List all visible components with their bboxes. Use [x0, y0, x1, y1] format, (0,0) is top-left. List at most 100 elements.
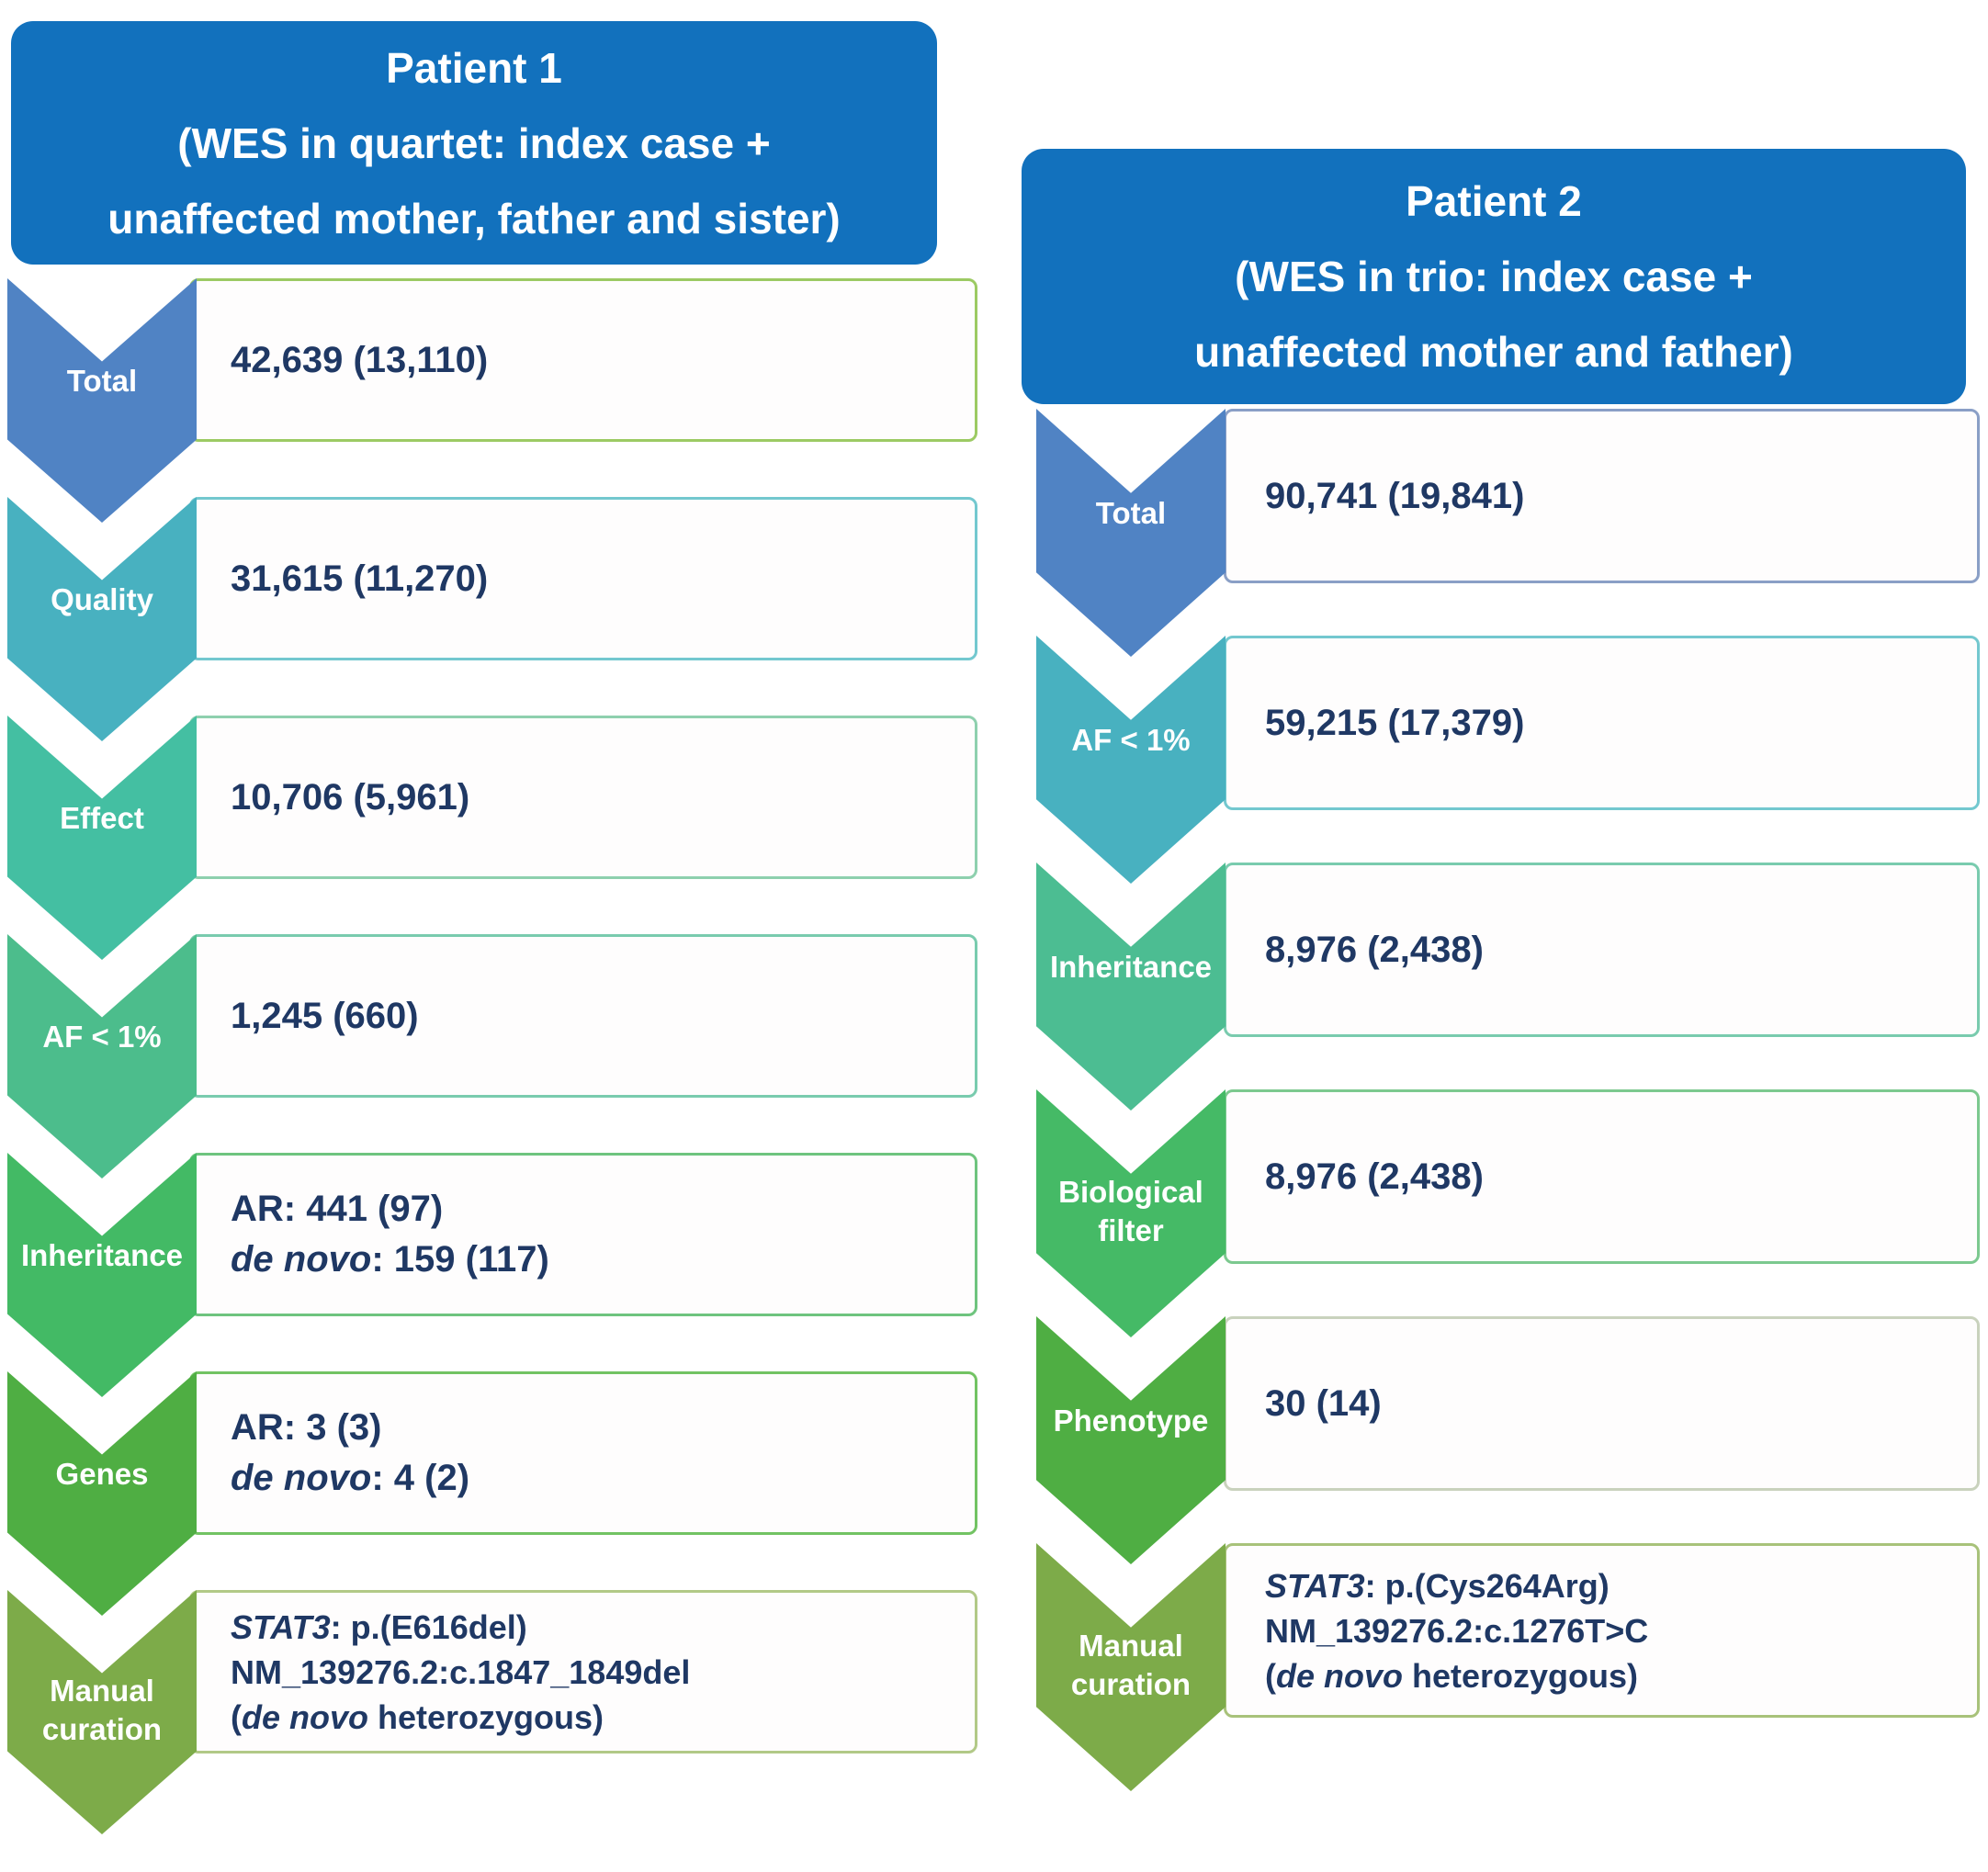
patient1-step-effect-label: Effect: [7, 716, 197, 960]
text-segment: heterozygous): [368, 1697, 604, 1736]
patient2-header-line-3: unaffected mother and father): [1194, 328, 1793, 376]
patient1-step-total-value-line: 42,639 (13,110): [231, 335, 975, 386]
patient1-step-inheritance-value: AR: 441 (97) de novo: 159 (117): [231, 1184, 975, 1285]
patient1-step-effect-box: 10,706 (5,961): [189, 716, 977, 879]
patient1-step-manual-curation-box: STAT3: p.(E616del) NM_139276.2:c.1847_184…: [189, 1590, 977, 1754]
patient2-step-inheritance-label-line: Inheritance: [1049, 950, 1213, 985]
patient2-step-af-lt-1pct-label-line: AF < 1%: [1071, 723, 1191, 758]
patient2-header-line-1: Patient 2: [1406, 177, 1582, 225]
patient2-step-total-value: 90,741 (19,841): [1265, 471, 1977, 522]
patient2-step-manual-curation-value: STAT3: p.(Cys264Arg)NM_139276.2:c.1276T>…: [1265, 1563, 1977, 1698]
patient1-step-inheritance-chevron: Inheritance: [7, 1153, 197, 1397]
patient1-step-effect-chevron: Effect: [7, 716, 197, 960]
text-segment: 10,706 (5,961): [231, 776, 470, 818]
text-segment: 90,741 (19,841): [1265, 475, 1525, 516]
text-segment: AR: 3 (3): [231, 1407, 382, 1448]
patient1-step-genes-label-line: Genes: [55, 1457, 149, 1492]
italic-text-segment: de novo: [1276, 1656, 1404, 1695]
patient2-step-manual-curation-value-line: STAT3: p.(Cys264Arg): [1265, 1563, 1977, 1608]
patient1-step-total-label-line: Total: [66, 364, 138, 399]
patient1-step-quality-value-line: 31,615 (11,270): [231, 554, 975, 604]
patient2-step-inheritance-value: 8,976 (2,438): [1265, 925, 1977, 975]
patient1-step-quality-box: 31,615 (11,270): [189, 497, 977, 660]
patient1-step-total-value: 42,639 (13,110): [231, 335, 975, 386]
patient2-step-af-lt-1pct-value: 59,215 (17,379): [1265, 698, 1977, 749]
patient2-step-inheritance-box: 8,976 (2,438): [1224, 863, 1980, 1037]
patient2-step-biological-filter-box: 8,976 (2,438): [1224, 1089, 1980, 1264]
text-segment: heterozygous): [1403, 1656, 1639, 1695]
patient1-step-total-chevron: Total: [7, 278, 197, 523]
patient1-step-effect-value: 10,706 (5,961): [231, 772, 975, 823]
italic-text-segment: de novo: [231, 1239, 372, 1280]
patient2-step-biological-filter-value-line: 8,976 (2,438): [1265, 1152, 1977, 1202]
text-segment: (: [231, 1697, 242, 1736]
patient2-step-biological-filter-value: 8,976 (2,438): [1265, 1152, 1977, 1202]
italic-text-segment: STAT3: [231, 1607, 331, 1646]
patient2-step-manual-curation-box: STAT3: p.(Cys264Arg)NM_139276.2:c.1276T>…: [1224, 1543, 1980, 1718]
patient2-step-af-lt-1pct-box: 59,215 (17,379): [1224, 636, 1980, 810]
patient2-step-phenotype-label-line: Phenotype: [1053, 1404, 1209, 1438]
patient2-step-biological-filter-label-line: filter: [1098, 1212, 1164, 1247]
patient1-step-total-box: 42,639 (13,110): [189, 278, 977, 442]
patient1-step-genes-label: Genes: [7, 1371, 197, 1616]
patient1-step-manual-curation-value-line: (de novo heterozygous): [231, 1695, 975, 1740]
patient1-step-manual-curation-value: STAT3: p.(E616del) NM_139276.2:c.1847_184…: [231, 1605, 975, 1740]
patient2-step-phenotype-value-line: 30 (14): [1265, 1379, 1977, 1429]
patient1-step-af-lt-1pct-label: AF < 1%: [7, 934, 197, 1178]
patient1-step-quality-label-line: Quality: [51, 582, 153, 617]
italic-text-segment: de novo: [242, 1697, 369, 1736]
text-segment: : 159 (117): [371, 1239, 549, 1280]
patient1-step-manual-curation-label-line: Manual: [50, 1673, 154, 1708]
patient1-step-effect-label-line: Effect: [60, 801, 144, 836]
text-segment: 8,976 (2,438): [1265, 929, 1484, 970]
patient2-step-total-label: Total: [1036, 409, 1226, 657]
patient2-step-inheritance-label: Inheritance: [1036, 863, 1226, 1111]
patient2-step-phenotype-box: 30 (14): [1224, 1316, 1980, 1491]
patient2-step-af-lt-1pct-value-line: 59,215 (17,379): [1265, 698, 1977, 749]
patient2-step-af-lt-1pct-chevron: AF < 1%: [1036, 636, 1226, 884]
text-segment: : p.(E616del): [330, 1607, 527, 1646]
patient2-step-manual-curation-label-line: Manual: [1079, 1628, 1183, 1663]
patient2-step-biological-filter-label-line: Biological: [1058, 1174, 1203, 1209]
patient1-step-total-label: Total: [7, 278, 197, 523]
italic-text-segment: de novo: [231, 1458, 372, 1498]
patient1-step-quality-chevron: Quality: [7, 497, 197, 741]
patient2-step-phenotype-label: Phenotype: [1036, 1316, 1226, 1564]
patient1-step-quality-value: 31,615 (11,270): [231, 554, 975, 604]
patient2-step-manual-curation-value-line: (de novo heterozygous): [1265, 1653, 1977, 1698]
text-segment: 8,976 (2,438): [1265, 1156, 1484, 1197]
text-segment: 1,245 (660): [231, 995, 419, 1036]
patient1-step-genes-value-line: AR: 3 (3): [231, 1403, 975, 1453]
italic-text-segment: STAT3: [1265, 1566, 1365, 1605]
patient1-step-manual-curation-label-line: curation: [41, 1711, 163, 1746]
patient1-header-line-2: (WES in quartet: index case +: [177, 118, 771, 167]
patient2-step-total-box: 90,741 (19,841): [1224, 409, 1980, 583]
patient2-step-total-chevron: Total: [1036, 409, 1226, 657]
patient1-step-inheritance-value-line: de novo: 159 (117): [231, 1235, 975, 1285]
text-segment: 59,215 (17,379): [1265, 702, 1525, 743]
patient1-header: Patient 1 (WES in quartet: index case + …: [11, 21, 937, 265]
patient1-step-inheritance-label-line: Inheritance: [20, 1238, 184, 1273]
patient1-step-af-lt-1pct-value: 1,245 (660): [231, 991, 975, 1042]
patient1-step-genes-box: AR: 3 (3) de novo: 4 (2): [189, 1371, 977, 1535]
patient2-header-line-2: (WES in trio: index case +: [1235, 253, 1753, 300]
patient1-step-manual-curation-value-line: NM_139276.2:c.1847_1849del: [231, 1650, 975, 1695]
patient1-step-af-lt-1pct-chevron: AF < 1%: [7, 934, 197, 1178]
patient1-step-effect-value-line: 10,706 (5,961): [231, 772, 975, 823]
text-segment: AR: 441 (97): [231, 1189, 444, 1229]
patient1-step-genes-value-line: de novo: 4 (2): [231, 1453, 975, 1504]
text-segment: 30 (14): [1265, 1382, 1382, 1424]
patient1-step-inheritance-label: Inheritance: [7, 1153, 197, 1397]
text-segment: 31,615 (11,270): [231, 558, 489, 599]
patient2-step-phenotype-chevron: Phenotype: [1036, 1316, 1226, 1564]
patient1-step-quality-label: Quality: [7, 497, 197, 741]
patient1-header-line-3: unaffected mother, father and sister): [107, 194, 841, 242]
patient2-step-total-value-line: 90,741 (19,841): [1265, 471, 1977, 522]
patient1-step-genes-chevron: Genes: [7, 1371, 197, 1616]
